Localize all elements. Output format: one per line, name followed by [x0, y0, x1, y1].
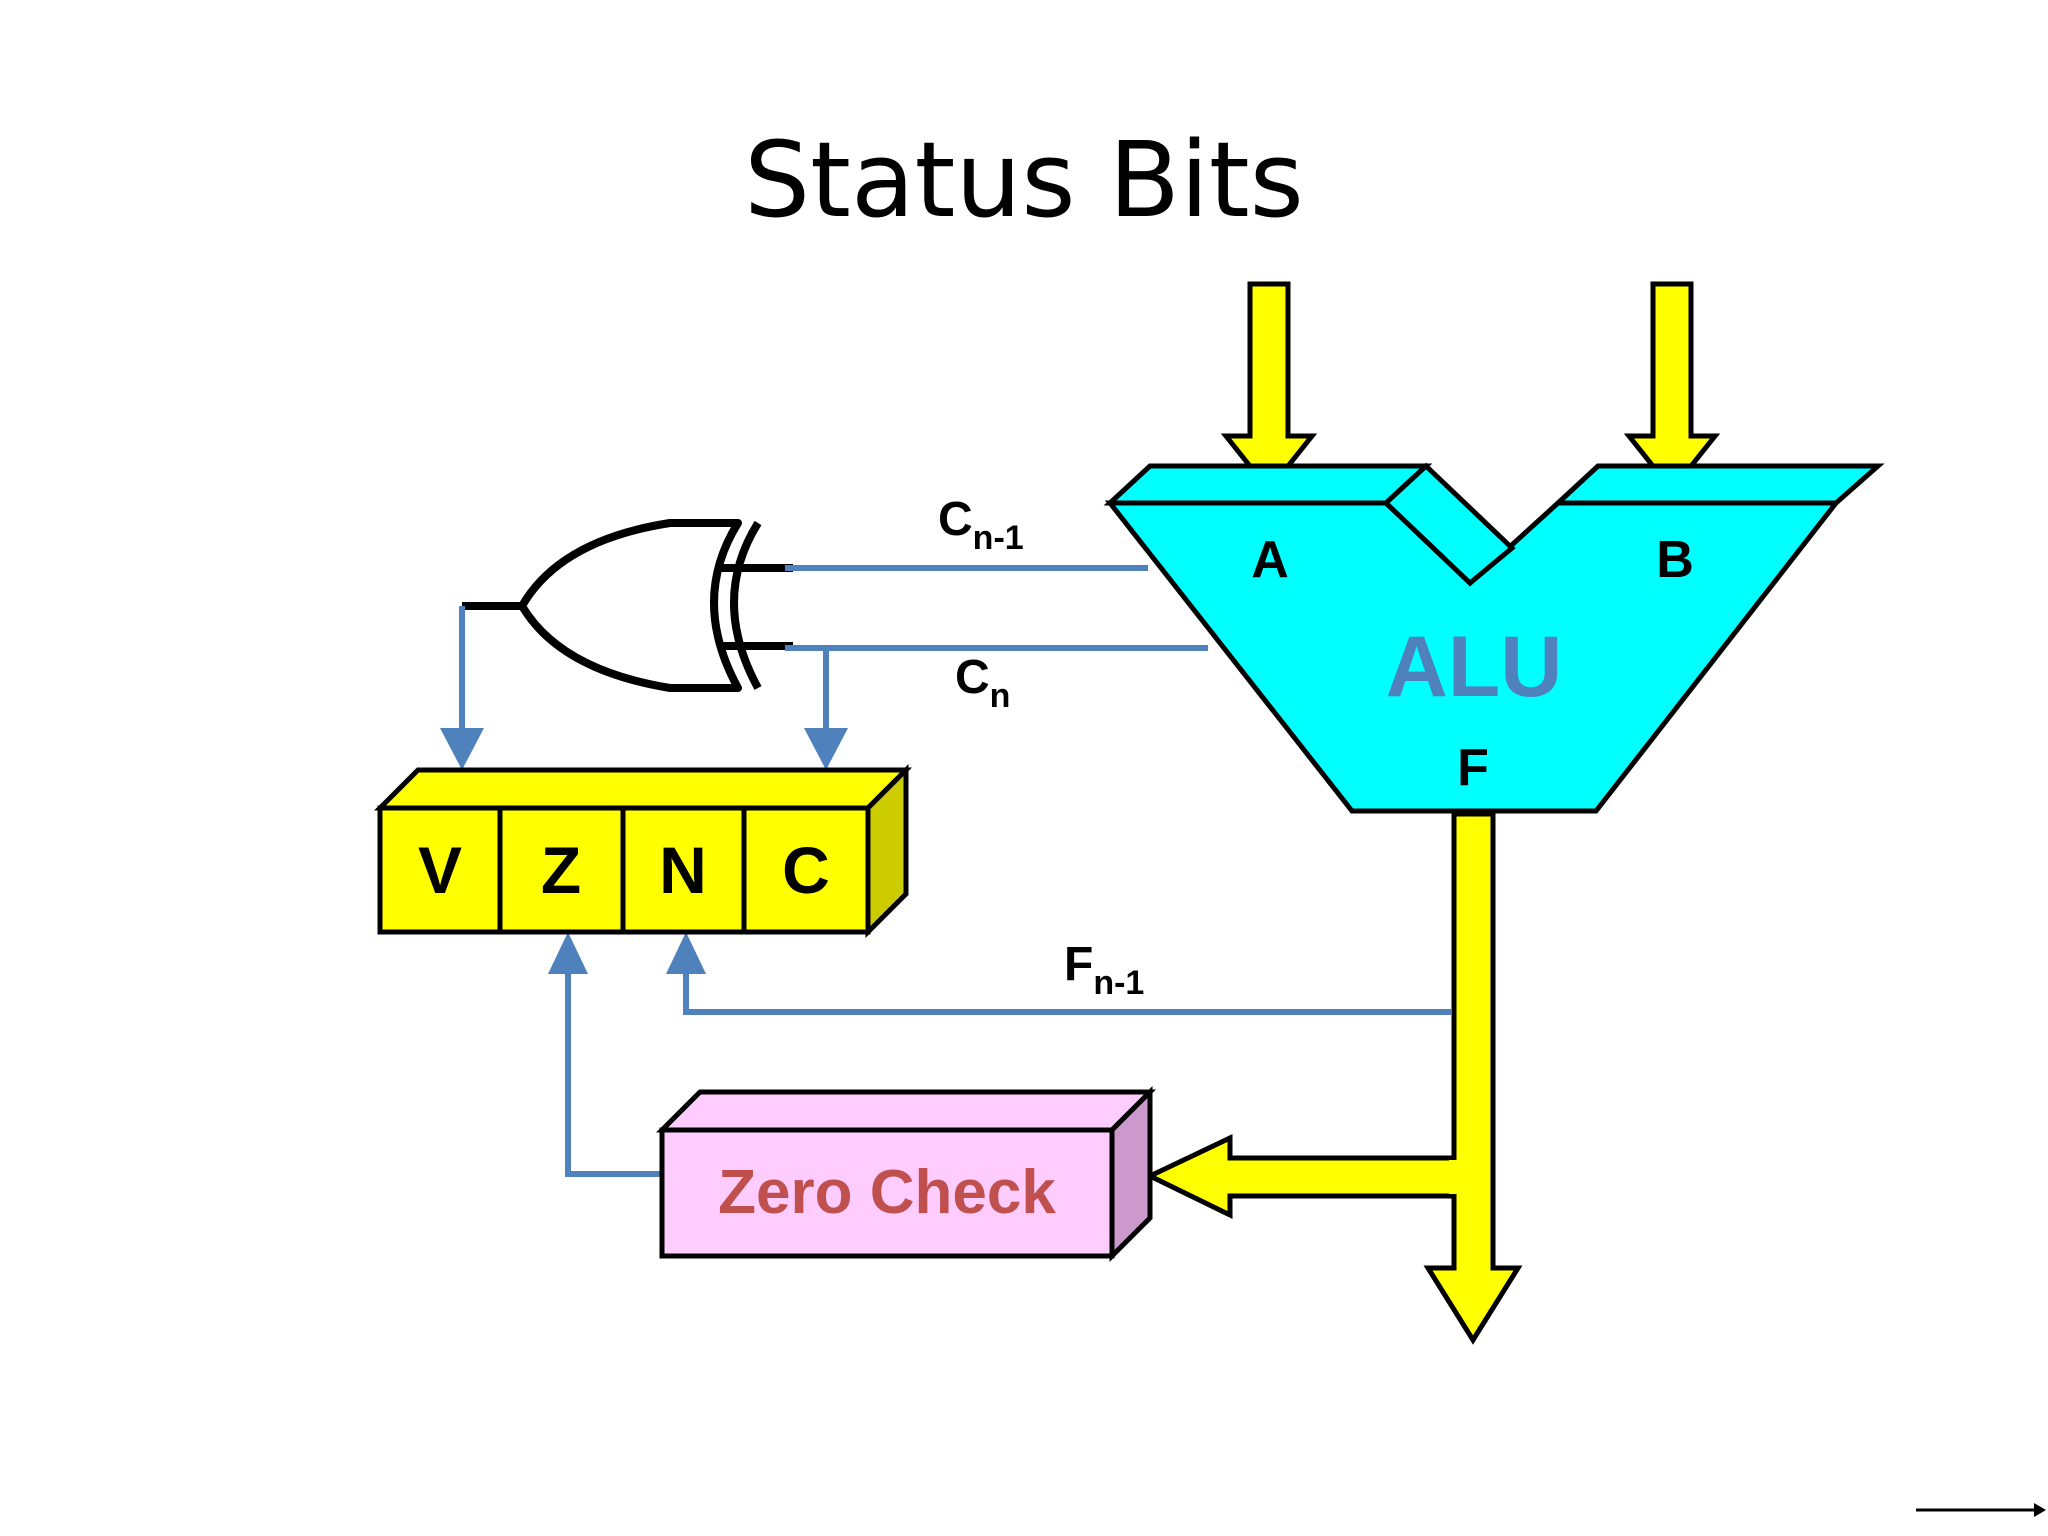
input-a-arrow	[1220, 281, 1318, 495]
xor-gate	[462, 519, 793, 692]
wire-arrowheads	[440, 728, 848, 974]
alu-label: ALU	[1386, 619, 1563, 715]
alu-input-b-label: B	[1656, 531, 1694, 589]
output-bus-arrow	[1423, 811, 1523, 1345]
status-bit-v: V	[418, 833, 462, 907]
signal-c-out-label: Cn	[955, 651, 1010, 715]
input-b-arrow	[1623, 281, 1721, 495]
zero-check-block	[655, 1085, 1157, 1263]
alu-block	[1103, 462, 1885, 814]
status-bit-c: C	[782, 833, 830, 907]
status-bit-z: Z	[541, 833, 581, 907]
slide-title: Status Bits	[744, 119, 1304, 241]
signal-c-prev-label: Cn-1	[938, 493, 1024, 557]
zero-check-label: Zero Check	[718, 1158, 1056, 1227]
zero-check-bus-arrow	[1144, 1134, 1457, 1219]
alu-input-a-label: A	[1251, 531, 1289, 589]
alu-output-label: F	[1457, 739, 1489, 797]
status-register	[373, 763, 913, 939]
arrow-right-icon	[1916, 1503, 2046, 1517]
signal-f-msb-label: Fn-1	[1064, 938, 1144, 1002]
signal-wires	[459, 565, 1452, 1177]
status-bit-n: N	[659, 833, 707, 907]
